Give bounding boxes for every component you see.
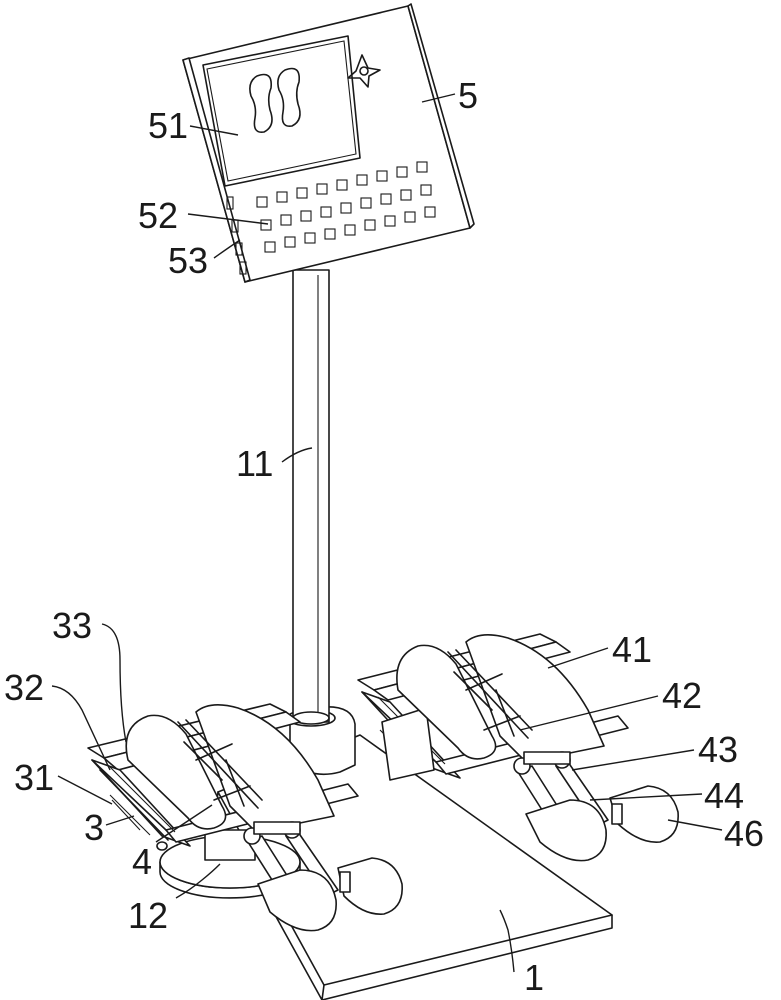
control-box bbox=[182, 3, 475, 283]
label-33: 33 bbox=[52, 605, 92, 646]
label-3: 3 bbox=[84, 807, 104, 848]
label-32: 32 bbox=[4, 667, 44, 708]
label-43: 43 bbox=[698, 729, 738, 770]
display-screen bbox=[202, 35, 361, 187]
label-12: 12 bbox=[128, 895, 168, 936]
support-pole bbox=[292, 269, 330, 725]
label-4: 4 bbox=[132, 841, 152, 882]
label-11: 11 bbox=[236, 443, 273, 484]
label-42: 42 bbox=[662, 675, 702, 716]
label-41: 41 bbox=[612, 629, 652, 670]
label-52: 52 bbox=[138, 195, 178, 236]
right-foot-assembly bbox=[357, 633, 679, 862]
label-1: 1 bbox=[524, 957, 544, 998]
side-ports bbox=[226, 196, 247, 275]
reference-numerals: 51 5 52 53 11 33 32 31 3 4 12 1 41 42 43… bbox=[4, 75, 764, 998]
leader-lines bbox=[51, 93, 723, 973]
label-31: 31 bbox=[14, 757, 54, 798]
label-51: 51 bbox=[148, 105, 188, 146]
label-44: 44 bbox=[704, 775, 744, 816]
label-5: 5 bbox=[458, 75, 478, 116]
fan-icon bbox=[347, 54, 381, 88]
label-46: 46 bbox=[724, 813, 764, 854]
left-foot-assembly bbox=[87, 703, 403, 932]
keypad bbox=[256, 161, 436, 253]
label-53: 53 bbox=[168, 240, 208, 281]
